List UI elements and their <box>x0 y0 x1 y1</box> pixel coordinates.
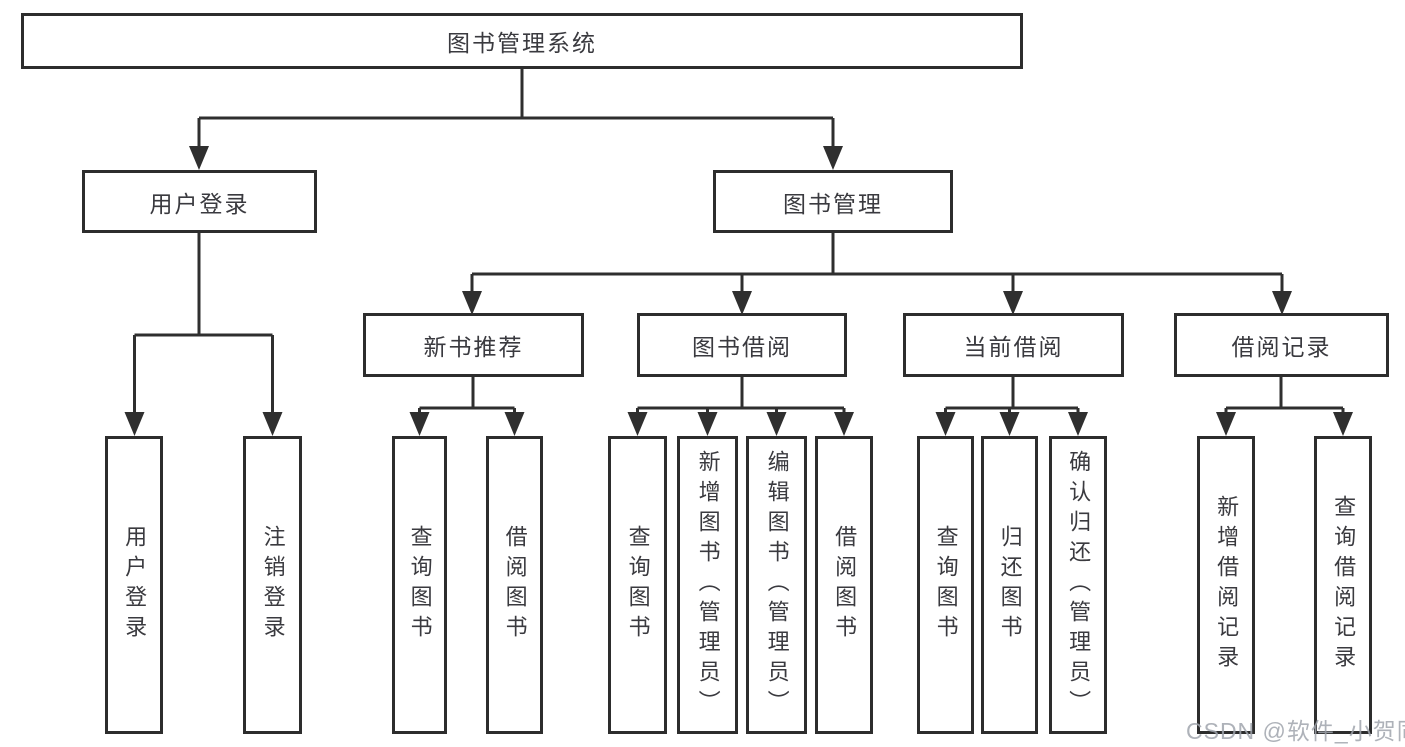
node-label: 图书管理 <box>783 190 883 217</box>
node-label: 新书推荐 <box>423 334 524 360</box>
node-label: 归还图书 <box>997 525 1023 645</box>
node-book-management: 图书管理 <box>713 170 953 233</box>
node-label: 编辑图书（管理员） <box>764 450 790 720</box>
node-book-borrowing: 图书借阅 <box>637 313 847 377</box>
edges-new-book-recommendation <box>409 377 525 436</box>
node-label: 用户登录 <box>122 525 148 645</box>
edges-user-login <box>124 233 283 436</box>
edges-book-borrowing <box>627 377 854 436</box>
arrow-down-icon <box>409 412 430 436</box>
arrow-down-icon <box>124 412 145 436</box>
arrow-down-icon <box>462 291 482 315</box>
node-user-login: 用户登录 <box>82 170 317 233</box>
node-label: 确认归还（管理员） <box>1066 450 1092 720</box>
arrow-down-icon <box>823 146 843 170</box>
edges-book-management <box>462 233 1292 315</box>
arrow-down-icon <box>1068 412 1088 436</box>
node-label: 图书管理系统 <box>447 30 597 56</box>
leaf-confirm-return-admin: 确认归还（管理员） <box>1049 436 1107 734</box>
arrow-down-icon <box>1216 412 1236 436</box>
edges-current-borrowing <box>935 377 1088 436</box>
node-label: 当前借阅 <box>963 334 1064 360</box>
node-label: 查询图书 <box>625 525 651 645</box>
leaf-query-books-borrowing: 查询图书 <box>608 436 667 734</box>
node-label: 查询图书 <box>933 525 959 645</box>
leaf-borrow-books-borrowing: 借阅图书 <box>815 436 873 734</box>
arrow-down-icon <box>627 412 648 436</box>
node-label: 借阅记录 <box>1231 334 1332 360</box>
node-borrowing-records: 借阅记录 <box>1174 313 1389 377</box>
arrow-down-icon <box>697 412 718 436</box>
node-label: 查询借阅记录 <box>1331 495 1357 675</box>
arrow-down-icon <box>504 412 525 436</box>
arrow-down-icon <box>999 412 1020 436</box>
leaf-return-books: 归还图书 <box>981 436 1038 734</box>
node-label: 借阅图书 <box>502 525 528 645</box>
edges-borrowing-records <box>1216 377 1353 436</box>
arrow-down-icon <box>1272 291 1292 315</box>
edges-root <box>189 68 843 170</box>
leaf-add-book-admin: 新增图书（管理员） <box>677 436 738 734</box>
node-label: 查询图书 <box>407 525 433 645</box>
arrow-down-icon <box>1003 291 1023 315</box>
leaf-user-login: 用户登录 <box>105 436 163 734</box>
node-library-management-system: 图书管理系统 <box>21 13 1023 69</box>
arrow-down-icon <box>262 412 283 436</box>
leaf-query-borrow-record: 查询借阅记录 <box>1314 436 1372 734</box>
node-current-borrowing: 当前借阅 <box>903 313 1124 377</box>
node-new-book-recommendation: 新书推荐 <box>363 313 584 377</box>
arrow-down-icon <box>732 291 752 315</box>
node-label: 图书借阅 <box>692 334 792 360</box>
leaf-logout: 注销登录 <box>243 436 302 734</box>
node-label: 新增图书（管理员） <box>695 450 721 720</box>
leaf-edit-book-admin: 编辑图书（管理员） <box>746 436 807 734</box>
arrow-down-icon <box>834 412 854 436</box>
csdn-watermark: CSDN @软件_小贺同学 <box>1186 718 1405 744</box>
leaf-borrow-books-recommend: 借阅图书 <box>486 436 543 734</box>
arrow-down-icon <box>766 412 787 436</box>
leaf-query-books-recommend: 查询图书 <box>392 436 447 734</box>
leaf-add-borrow-record: 新增借阅记录 <box>1197 436 1255 734</box>
node-label: 用户登录 <box>149 190 250 217</box>
node-label: 借阅图书 <box>832 525 858 645</box>
node-label: 新增借阅记录 <box>1214 495 1240 675</box>
arrow-down-icon <box>935 412 956 436</box>
arrow-down-icon <box>189 146 209 170</box>
node-label: 注销登录 <box>260 525 286 645</box>
leaf-query-books-current: 查询图书 <box>917 436 974 734</box>
arrow-down-icon <box>1333 412 1353 436</box>
